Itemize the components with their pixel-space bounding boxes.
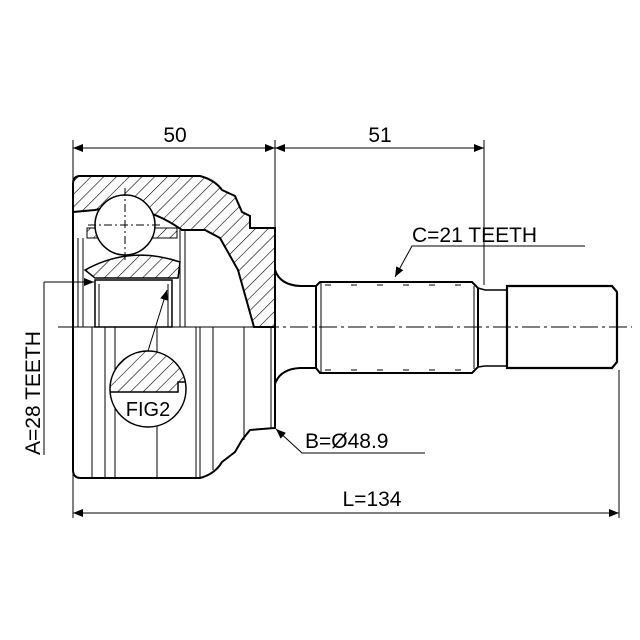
callout-outer-spline: C=21 TEETH <box>394 224 585 278</box>
seal-diameter-label: B=Ø48.9 <box>305 430 388 453</box>
callout-inner-spline: A=28 TEETH <box>22 278 94 455</box>
stem-shaft <box>274 269 619 385</box>
callout-seal-diameter: B=Ø48.9 <box>275 428 425 454</box>
fig2-label: FIG2 <box>126 399 170 421</box>
dim-51-label: 51 <box>368 124 391 147</box>
outer-race <box>72 175 276 479</box>
dim-total-length-label: L=134 <box>343 488 402 511</box>
inner-spline-label: A=28 TEETH <box>22 331 45 455</box>
outer-spline-label: C=21 TEETH <box>412 224 537 247</box>
dimension-lines <box>73 144 619 517</box>
dim-50-label: 50 <box>163 124 186 147</box>
